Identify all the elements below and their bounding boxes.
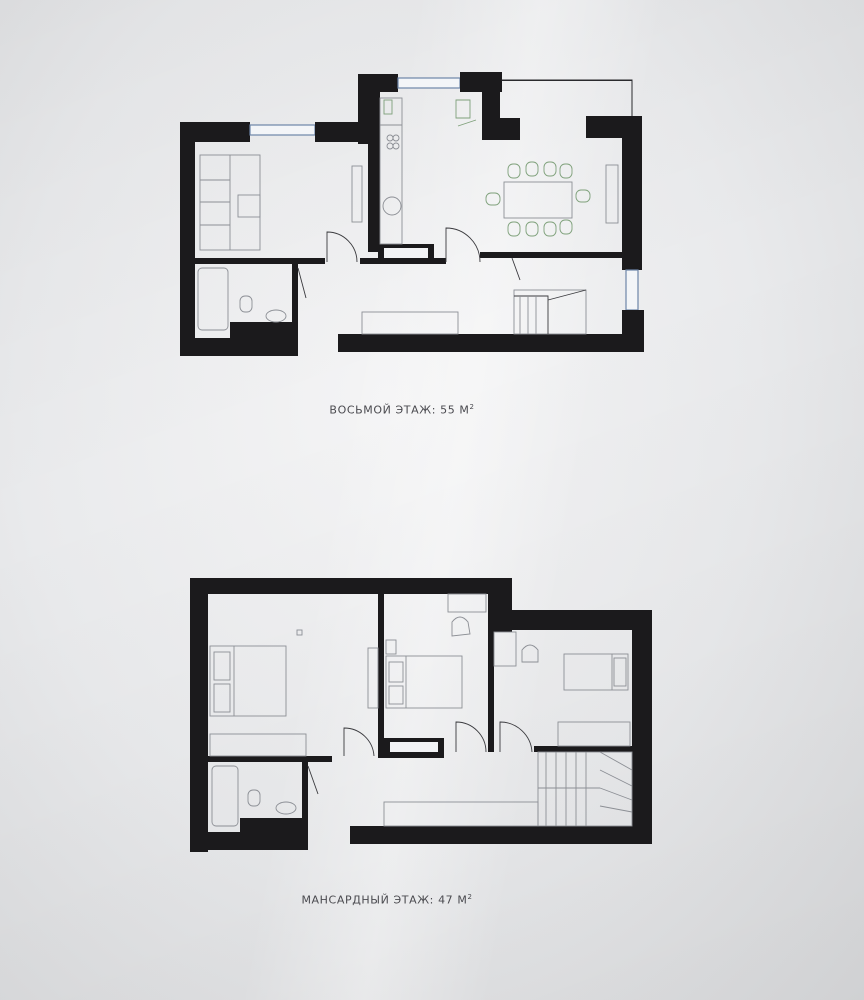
wall-kitchen-top — [358, 74, 398, 92]
staircase — [537, 751, 633, 827]
wall-top-left — [180, 122, 250, 142]
door-arc — [326, 231, 358, 263]
door-leaf — [511, 257, 521, 281]
dining-table — [503, 181, 573, 219]
staircase — [513, 289, 587, 335]
armchair — [521, 644, 539, 663]
wall-column-foot — [482, 118, 520, 140]
washing-machine — [382, 196, 402, 216]
bed — [385, 655, 463, 709]
door-arc — [455, 721, 487, 753]
wall-kitchen-partition — [368, 92, 380, 252]
chairs — [485, 161, 591, 237]
wall-bath-top — [208, 756, 332, 762]
wall-top-right — [488, 610, 650, 630]
desk — [493, 631, 517, 667]
bath-shelf — [230, 322, 292, 338]
armchair — [451, 616, 471, 637]
bed — [209, 645, 287, 717]
wardrobe — [557, 721, 631, 747]
caption-text: ВОСЬМОЙ ЭТАЖ: 55 М — [329, 403, 470, 417]
wall-bottom-right — [338, 334, 644, 352]
balcony-line — [501, 79, 633, 81]
ottoman — [237, 194, 261, 218]
wall-top — [190, 578, 512, 594]
wardrobe — [209, 733, 307, 757]
kitchen-counter — [379, 97, 403, 245]
tv-console — [367, 647, 379, 709]
caption-text: МАНСАРДНЫЙ ЭТАЖ: 47 М — [301, 893, 468, 907]
bathtub — [197, 267, 229, 331]
wall-bath-top — [195, 258, 325, 264]
wall-living-bottom — [480, 252, 622, 258]
bath-shelf — [240, 818, 302, 832]
door-leaf — [307, 765, 319, 795]
caption-superscript: 2 — [467, 893, 473, 901]
wall-left — [190, 578, 208, 852]
wall-bedroom-divider — [488, 630, 494, 752]
window — [249, 124, 316, 136]
wall-bottom-left — [180, 338, 298, 356]
wall-bedroom-divider — [378, 594, 384, 758]
wall-bath-right — [292, 264, 298, 338]
tv-console — [351, 165, 363, 223]
door-arc — [445, 227, 481, 263]
attic-floor-caption: МАНСАРДНЫЙ ЭТАЖ: 47 М2 — [0, 893, 819, 907]
bathtub — [211, 765, 239, 827]
wall-bottom-right — [350, 826, 652, 844]
window — [397, 77, 461, 89]
door-arc — [343, 727, 375, 757]
wall-stair — [534, 746, 632, 752]
sideboard — [605, 164, 619, 224]
attic-floor-plan — [190, 578, 652, 852]
toilet — [239, 295, 253, 313]
eighth-floor-plan — [180, 72, 644, 356]
wall-right — [632, 610, 652, 842]
wardrobe — [361, 311, 459, 335]
toilet — [247, 789, 261, 807]
sink — [265, 309, 287, 323]
wardrobe — [383, 801, 539, 827]
wall-right — [622, 116, 642, 270]
caption-superscript: 2 — [469, 403, 475, 411]
bed — [563, 653, 629, 691]
sink — [275, 801, 297, 815]
wall-left — [180, 122, 195, 356]
window — [625, 269, 639, 311]
wall-bath-right — [302, 762, 308, 832]
shelf — [447, 593, 487, 613]
door-leaf — [297, 267, 307, 299]
door-arc — [499, 721, 533, 753]
eighth-floor-caption: ВОСЬМОЙ ЭТАЖ: 55 М2 — [0, 403, 834, 417]
wall-bottom-left — [190, 832, 308, 850]
